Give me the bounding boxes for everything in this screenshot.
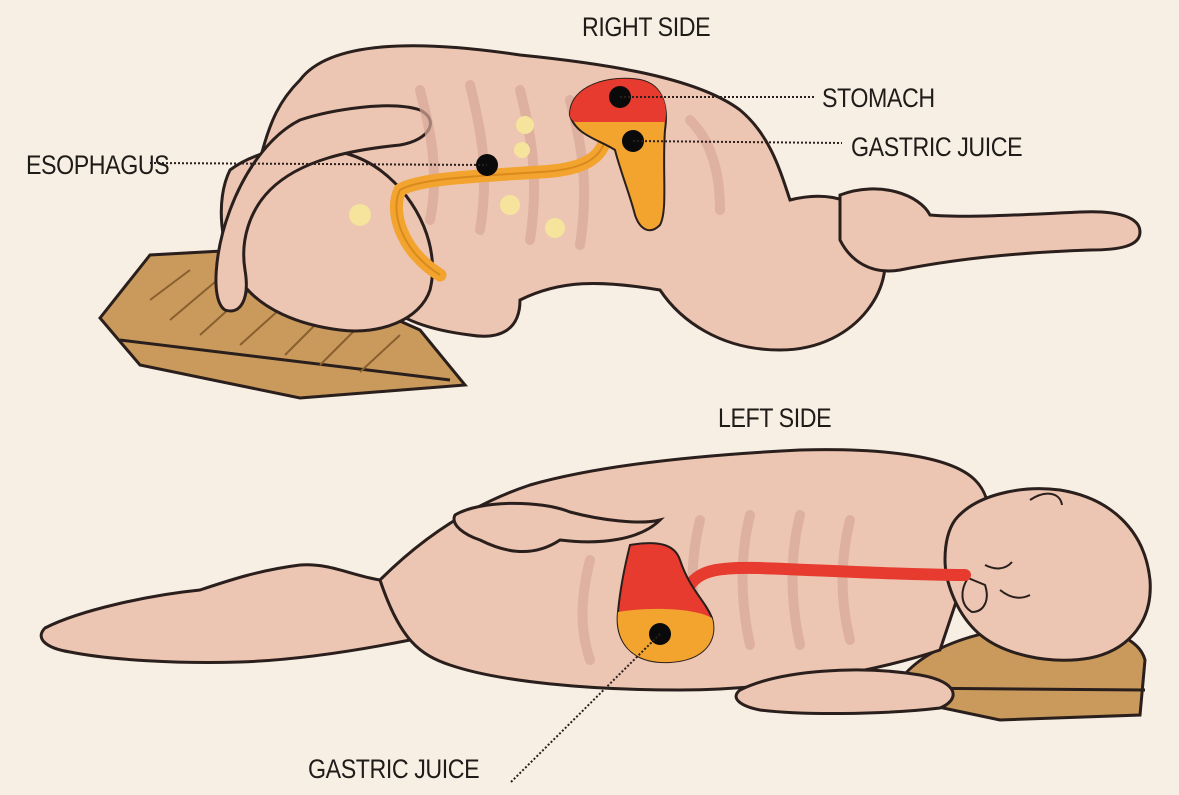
hand-bottom — [452, 501, 665, 554]
right-side-figure — [98, 44, 1142, 400]
right-side-heading: RIGHT SIDE — [582, 12, 711, 42]
leader-line-bottom — [509, 633, 661, 784]
left-side-figure — [39, 448, 1152, 784]
gastric-juice-label-bottom: GASTRIC JUICE — [308, 754, 480, 784]
legs-top — [838, 187, 1142, 273]
leader-lines-top — [149, 96, 843, 166]
arm-bottom — [734, 668, 955, 716]
left-side-heading: LEFT SIDE — [718, 403, 832, 433]
pillow-top — [98, 248, 468, 400]
gastric-juice-label-top: GASTRIC JUICE — [851, 132, 1023, 162]
stomach-bottom — [616, 542, 715, 664]
stomach-label: STOMACH — [822, 83, 935, 113]
organ-spots-top — [349, 116, 565, 238]
legs-bottom — [39, 563, 413, 664]
esophagus-label: ESOPHAGUS — [26, 150, 170, 180]
